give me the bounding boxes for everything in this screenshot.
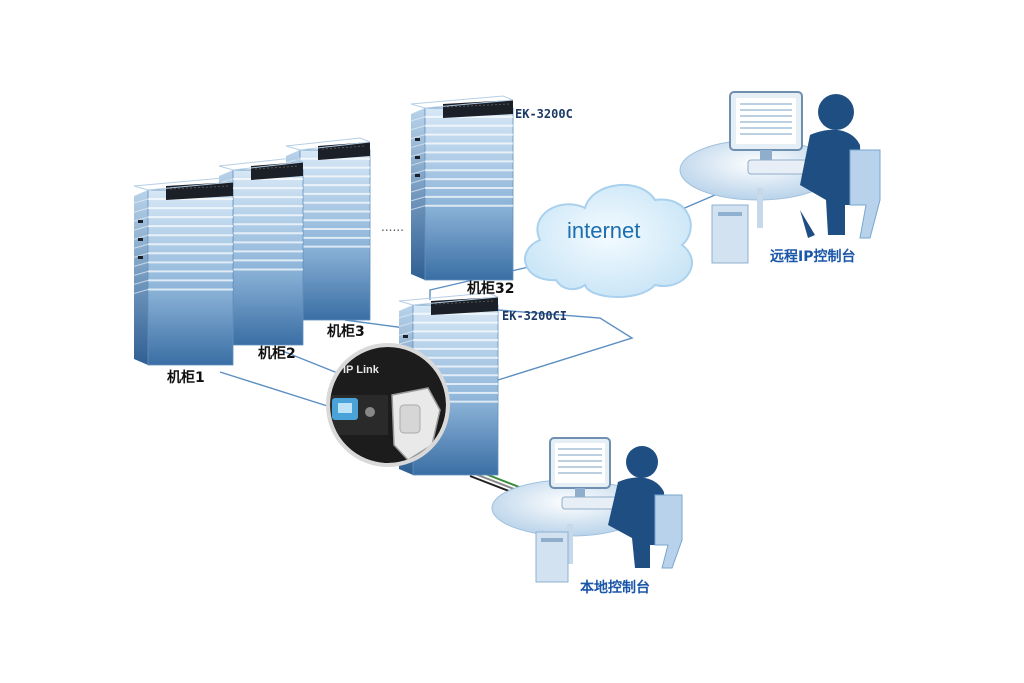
internet-label: internet xyxy=(567,218,641,243)
device-ek3200ci-label: EK-3200CI xyxy=(502,309,568,323)
remote-console-label: 远程IP控制台 xyxy=(770,249,856,265)
racks-group xyxy=(133,95,514,476)
remote-keyboard-icon xyxy=(747,159,811,175)
ip-link-label: IP Link xyxy=(343,364,379,376)
local-pc-tower-icon xyxy=(535,531,569,583)
rack-1-label: 机柜1 xyxy=(167,370,205,386)
internet-cloud xyxy=(524,183,693,298)
link-ek3200ci-rack32 xyxy=(497,309,634,381)
rack-32-label: 机柜32 xyxy=(467,281,515,297)
rack-ellipsis: ...... xyxy=(381,220,404,234)
link-cloud-remote xyxy=(679,194,716,211)
rack-2-label: 机柜2 xyxy=(258,346,296,362)
device-ek3200c-label: EK-3200C xyxy=(515,107,573,121)
link-rack1 xyxy=(219,371,341,411)
local-chair-icon xyxy=(654,494,683,569)
local-console xyxy=(491,437,683,583)
local-operator-icon xyxy=(608,446,666,568)
local-console-label: 本地控制台 xyxy=(580,580,650,596)
server-rack-32 xyxy=(410,95,514,281)
rack-3-label: 机柜3 xyxy=(327,324,365,340)
remote-operator-icon xyxy=(800,94,862,238)
ip-link-inset xyxy=(326,343,450,467)
remote-pc-tower-icon xyxy=(711,204,749,264)
server-rack-1 xyxy=(133,177,234,366)
local-keyboard-icon xyxy=(561,496,617,510)
remote-console xyxy=(679,91,881,264)
remote-chair-icon xyxy=(849,149,881,239)
